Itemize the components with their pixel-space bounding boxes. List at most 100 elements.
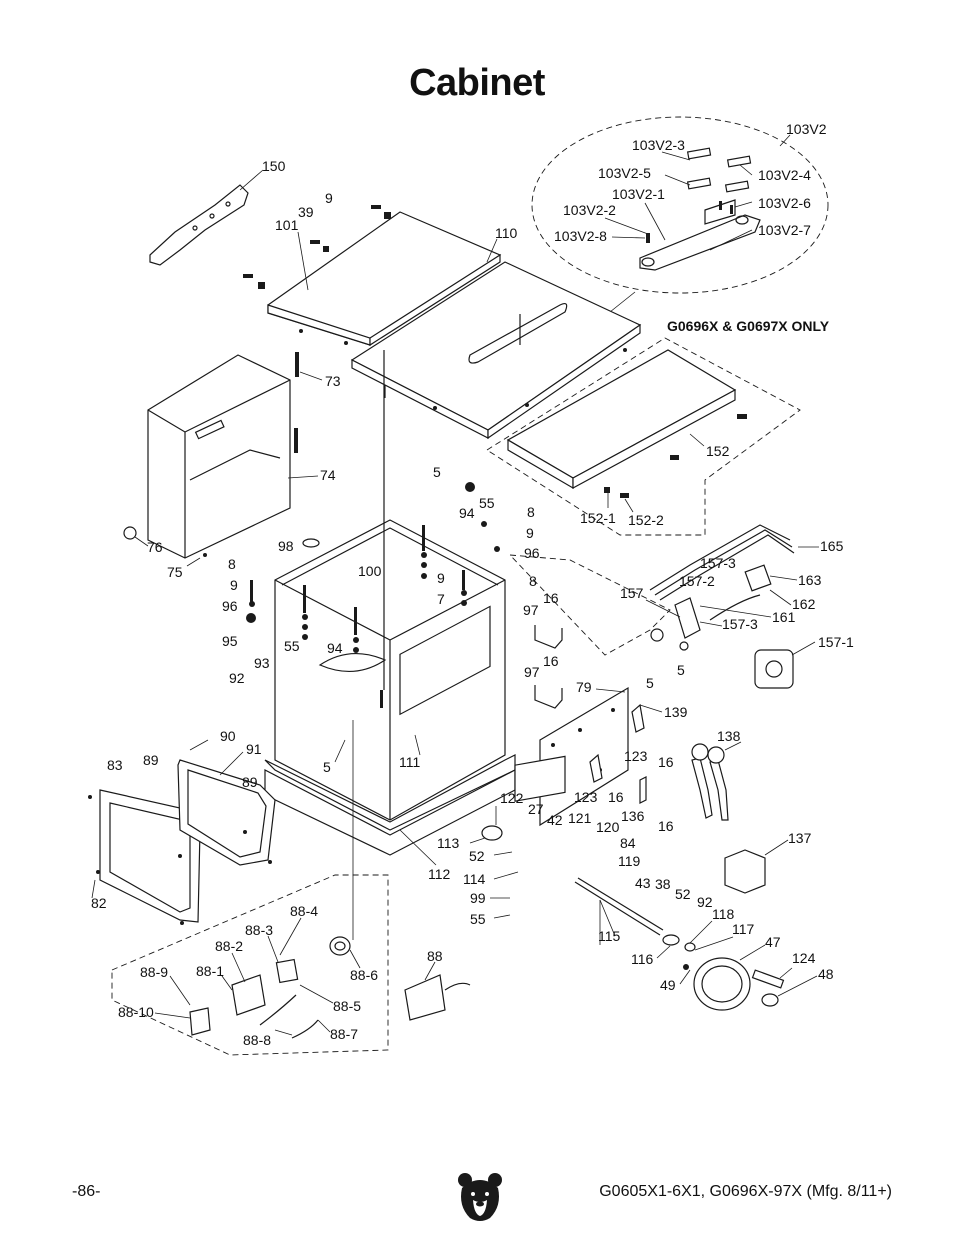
part-label: 152 [706, 443, 730, 459]
part-label: 157-1 [818, 634, 854, 650]
part-label: 5 [323, 759, 331, 775]
part-label: 120 [596, 819, 620, 835]
part-label: 163 [798, 572, 822, 588]
part-label: 73 [325, 373, 341, 389]
part-label: 82 [91, 895, 107, 911]
part-label: 8 [527, 504, 535, 520]
part-label: 157 [620, 585, 644, 601]
left-extension-wing [267, 211, 502, 347]
part-label: 93 [254, 655, 270, 671]
part-label: 138 [717, 728, 741, 744]
part-label: 111 [399, 754, 420, 770]
part-label: 103V2-5 [598, 165, 651, 181]
part-label: 39 [298, 204, 314, 220]
extension-kit-outline [486, 337, 801, 536]
extension-kit-note: G0696X & G0697X ONLY [667, 318, 830, 334]
main-table [350, 261, 642, 440]
part-label: 119 [618, 853, 641, 869]
part-label: 162 [792, 596, 816, 612]
part-label: 9 [230, 577, 238, 593]
part-label: 8 [529, 573, 537, 589]
part-label: 55 [284, 638, 300, 654]
part-label: 76 [147, 539, 163, 555]
part-label: 110 [495, 225, 518, 241]
part-label: 89 [242, 774, 258, 790]
part-label: 88-3 [245, 922, 273, 938]
part-label: 88-10 [118, 1004, 154, 1020]
part-label: 38 [655, 876, 671, 892]
part-label: 99 [470, 890, 486, 906]
part-label: 96 [524, 545, 540, 561]
part-label: 88-6 [350, 967, 378, 983]
part-label: 5 [646, 675, 654, 691]
part-label: 121 [568, 810, 592, 826]
part-label: 47 [765, 934, 781, 950]
part-label: 48 [818, 966, 834, 982]
part-label: 157-2 [679, 573, 715, 589]
part-labels: 103V2 103V2-3 103V2-5 103V2-4 103V2-1 10… [91, 121, 854, 1048]
cabinet-body [246, 350, 516, 856]
part-label: 42 [547, 812, 563, 828]
part-label: 16 [658, 754, 674, 770]
model-number-footer: G0605X1-6X1, G0696X-97X (Mfg. 8/11+) [599, 1183, 892, 1200]
part-label: 84 [620, 835, 636, 851]
page-number: -86- [72, 1183, 101, 1200]
right-extension-table [506, 349, 747, 498]
part-label: 103V2-3 [632, 137, 685, 153]
part-label: 103V2-8 [554, 228, 607, 244]
part-label: 94 [327, 640, 343, 656]
part-label: 92 [697, 894, 713, 910]
part-label: 43 [635, 875, 651, 891]
cabinet-fasteners [249, 521, 500, 708]
part-label: 9 [325, 190, 333, 206]
part-label: 124 [792, 950, 816, 966]
part-label: 118 [712, 906, 735, 922]
part-label: 123 [574, 789, 598, 805]
handwheel-assembly [481, 755, 785, 1011]
part-label: 115 [598, 928, 621, 944]
part-label: 103V2-4 [758, 167, 811, 183]
part-label: 9 [526, 525, 534, 541]
blade-insert-assembly [639, 147, 761, 271]
part-label: 103V2-7 [758, 222, 811, 238]
part-label: 49 [660, 977, 676, 993]
part-label: 88 [427, 948, 443, 964]
part-label: 103V2-6 [758, 195, 811, 211]
part-label: 98 [278, 538, 294, 554]
part-label: 157-3 [700, 555, 736, 571]
part-label: 52 [675, 886, 691, 902]
part-label: 88-8 [243, 1032, 271, 1048]
part-label: 157-3 [722, 616, 758, 632]
blade-insert-callout-outline [531, 116, 829, 294]
part-label: 16 [658, 818, 674, 834]
part-label: 97 [523, 602, 539, 618]
part-label: 88-2 [215, 938, 243, 954]
part-label: 90 [220, 728, 236, 744]
part-label: 16 [543, 653, 559, 669]
part-label: 94 [459, 505, 475, 521]
part-label: 52 [469, 848, 485, 864]
part-label: 165 [820, 538, 844, 554]
part-label: 8 [228, 556, 236, 572]
part-label: 16 [543, 590, 559, 606]
miter-bar [149, 184, 249, 266]
part-label: 97 [524, 664, 540, 680]
magnetic-switch-callout-outline [508, 554, 671, 656]
part-label: 7 [437, 591, 445, 607]
bear-head-logo [458, 1173, 502, 1221]
paddle-switch-parts [189, 936, 471, 1039]
magnetic-switch-assembly [649, 524, 795, 689]
part-label: 79 [576, 679, 592, 695]
switch-guard [724, 849, 766, 894]
wrenches [691, 743, 729, 821]
part-label: 88-9 [140, 964, 168, 980]
part-label: 27 [528, 801, 544, 817]
part-label: 152-1 [580, 510, 616, 526]
paddle-switch-kit-outline [111, 874, 389, 1056]
part-label: 139 [664, 704, 688, 720]
part-label: 112 [428, 866, 451, 882]
part-label: 91 [246, 741, 262, 757]
part-label: 88-4 [290, 903, 318, 919]
part-label: 122 [500, 790, 524, 806]
